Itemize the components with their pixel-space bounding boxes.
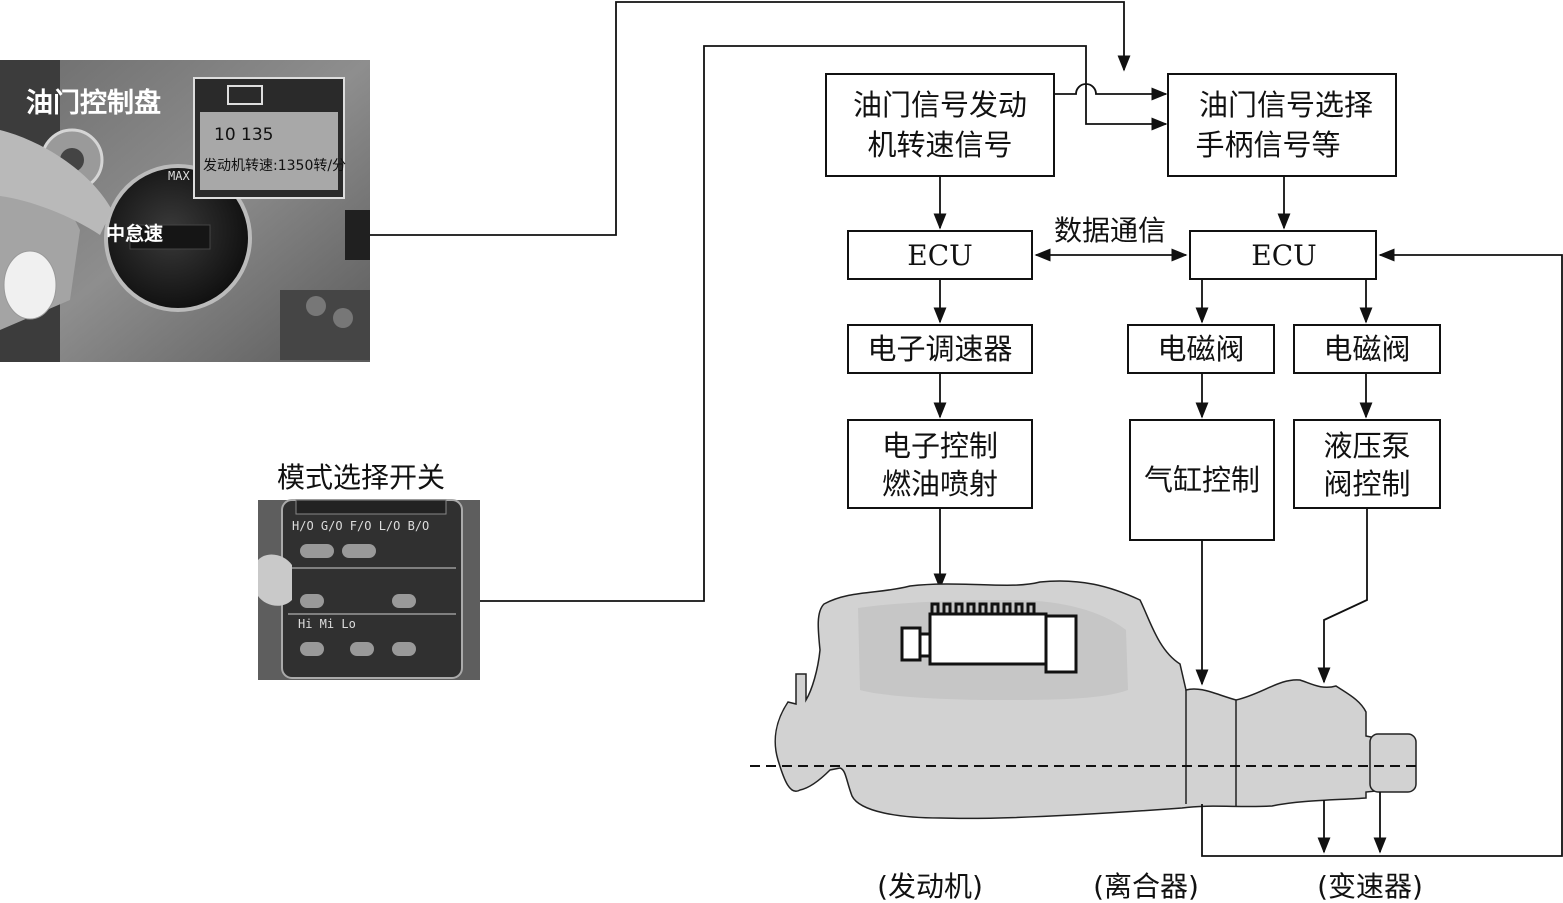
fuel-injection-text-1: 电子控制	[882, 429, 998, 463]
throttle-signal-text-2: 机转速信号	[867, 128, 1012, 162]
pump-valve-block: 液压泵 阀控制	[1293, 419, 1441, 509]
ecu-left-label: ECU	[907, 239, 972, 272]
ecu-left-block: ECU	[847, 230, 1033, 280]
governor-label: 电子调速器	[867, 332, 1012, 366]
signal-to-select-arrow	[1054, 83, 1168, 101]
throttle-signal-text-1: 油门信号发动	[853, 88, 1027, 122]
throttle-panel-title: 油门控制盘	[26, 87, 161, 119]
governor-block: 电子调速器	[847, 324, 1033, 374]
cylinder-control-label: 气缸控制	[1144, 463, 1260, 497]
injection-pump-component	[900, 602, 1078, 674]
mid-idle-mark: 中怠速	[106, 222, 163, 245]
ecu-right-label: ECU	[1251, 239, 1316, 272]
mode-keys-row3: Hi Mi Lo	[298, 617, 356, 631]
mode-switch-title: 模式选择开关	[277, 461, 445, 494]
solenoid-1-block: 电磁阀	[1127, 324, 1275, 374]
lcd-line2: 发动机转速:1350转/分	[203, 158, 346, 174]
feedback-lines	[1201, 248, 1563, 857]
mode-switch-photo: H/O G/O F/O L/O B/O Hi Mi Lo	[258, 499, 480, 680]
fuel-injection-block: 电子控制 燃油喷射	[847, 419, 1033, 509]
mode-keys-row1: H/O G/O F/O L/O B/O	[292, 519, 429, 533]
throttle-select-block: 油门信号选择 手柄信号等	[1167, 73, 1397, 177]
lcd-line1: 10 135	[214, 125, 273, 145]
engine-label: (发动机)	[877, 870, 983, 903]
clutch-label: (离合器)	[1093, 870, 1199, 903]
max-mark: MAX	[168, 169, 190, 183]
powertrain-drawing	[750, 580, 1417, 820]
data-comm-label: 数据通信	[1054, 214, 1166, 247]
solenoid-1-label: 电磁阀	[1157, 332, 1244, 366]
throttle-signal-block: 油门信号发动 机转速信号	[825, 73, 1055, 177]
cylinder-control-block: 气缸控制	[1129, 419, 1275, 541]
throttle-signal-line	[370, 1, 1131, 236]
gearbox-label: (变速器)	[1317, 870, 1423, 903]
arrow-pump-gearbox	[1317, 508, 1368, 684]
fuel-injection-text-2: 燃油喷射	[882, 467, 998, 501]
ecu-right-block: ECU	[1189, 230, 1377, 280]
throttle-panel-photo: 10 135 发动机转速:1350转/分 MAX 中怠速 油门控制盘	[0, 60, 370, 362]
solenoid-2-label: 电磁阀	[1323, 332, 1410, 366]
throttle-select-text-1: 油门信号选择	[1199, 88, 1373, 122]
throttle-select-text-2: 手柄信号等	[1195, 128, 1340, 162]
solenoid-2-block: 电磁阀	[1293, 324, 1441, 374]
pump-valve-text-2: 阀控制	[1323, 467, 1410, 501]
mode-signal-line	[480, 45, 1168, 602]
pump-valve-text-1: 液压泵	[1323, 429, 1410, 463]
